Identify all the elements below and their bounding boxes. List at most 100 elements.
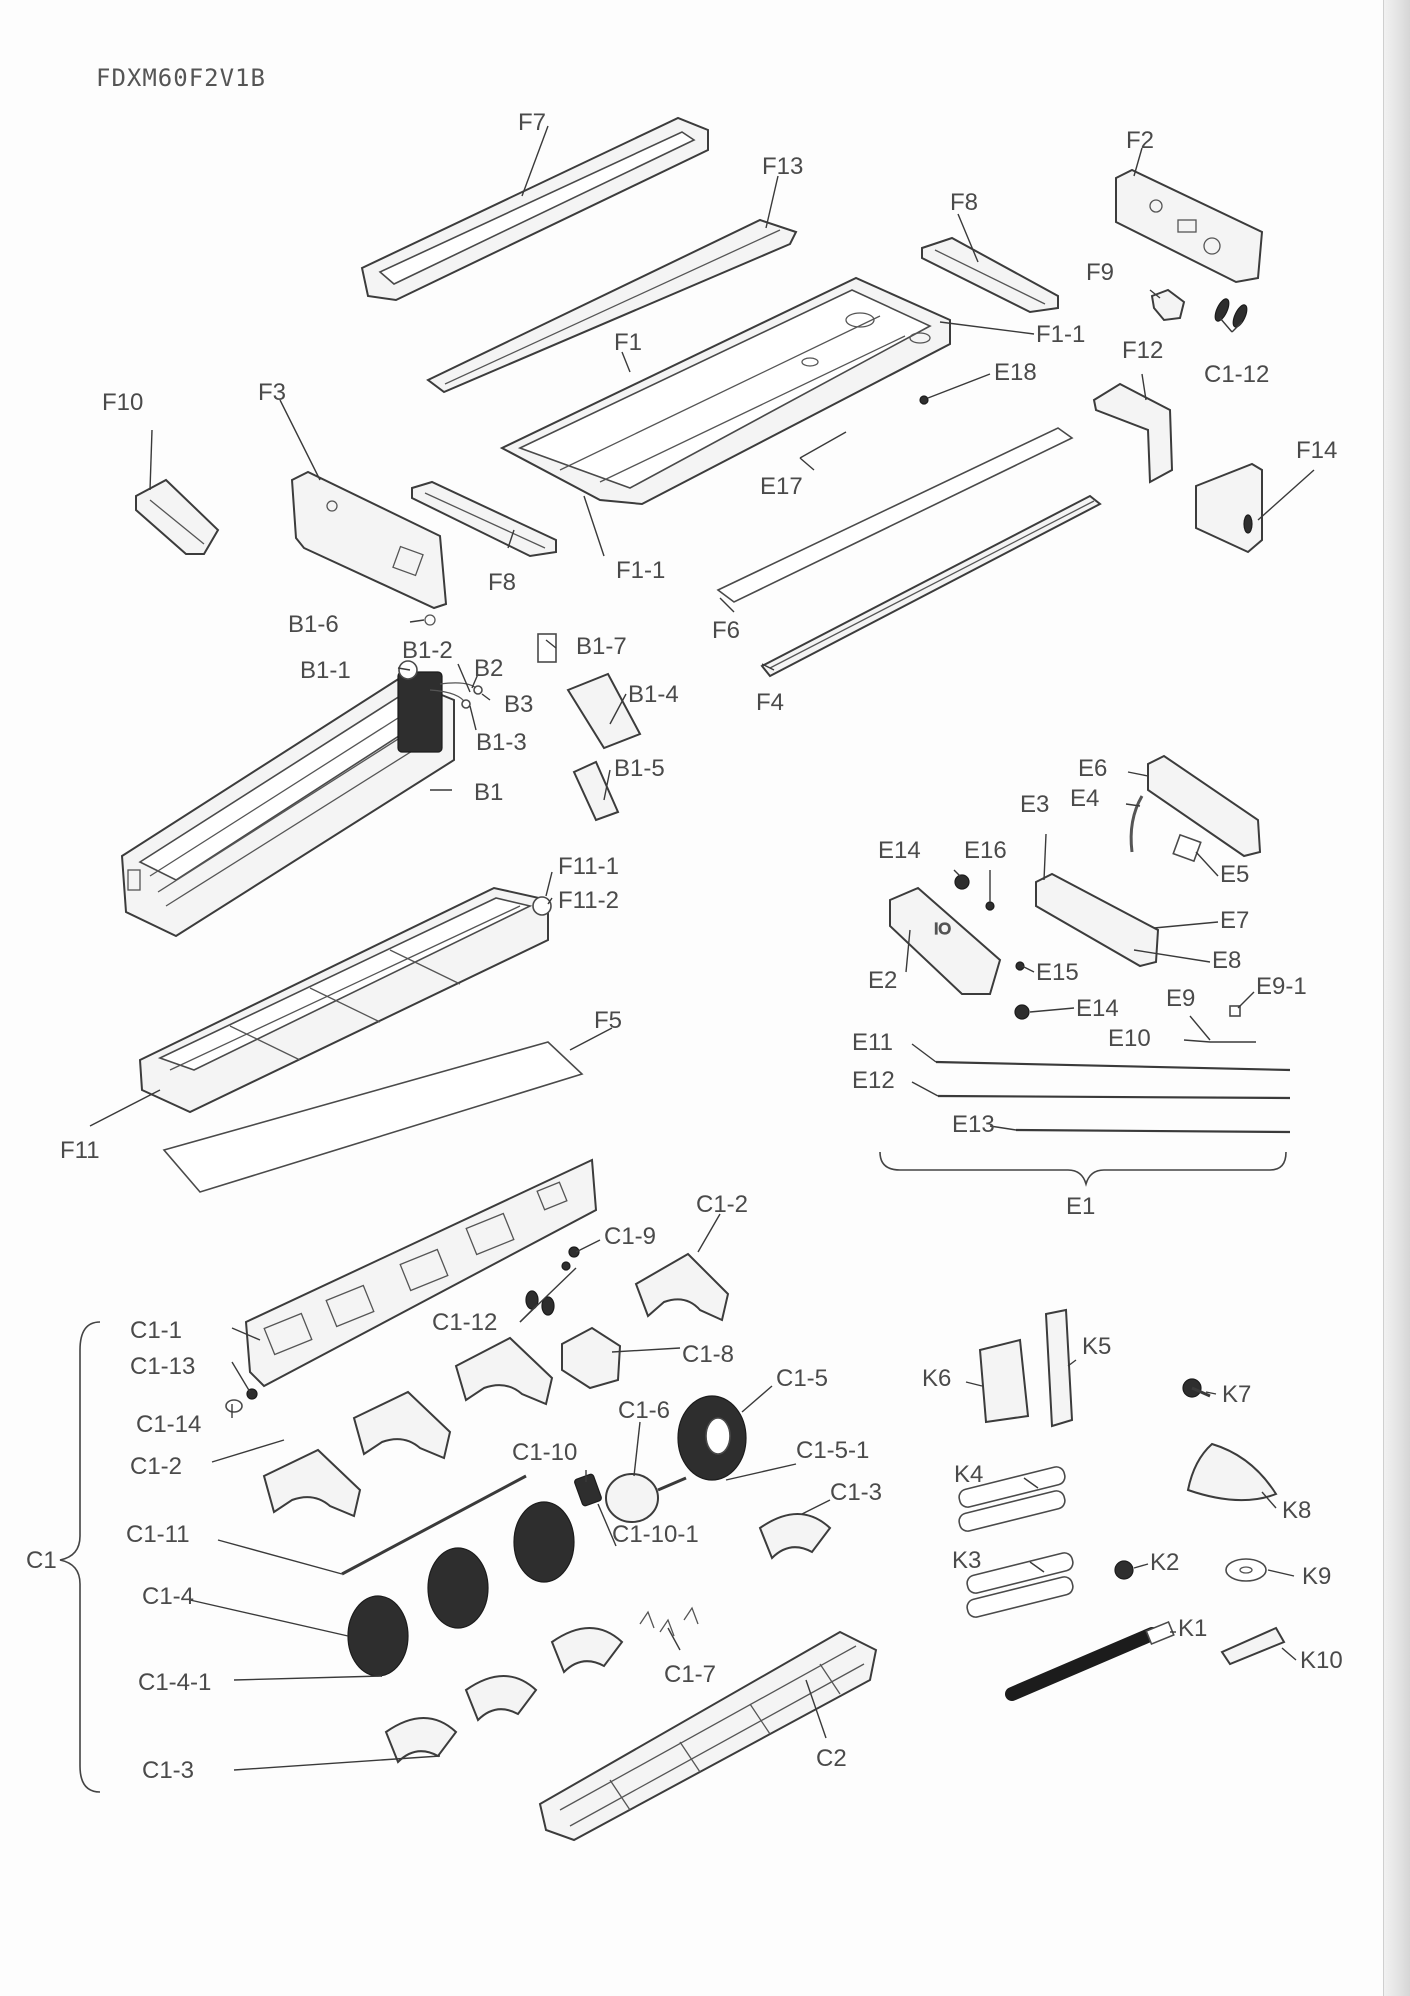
part-e9-1 xyxy=(1229,1005,1241,1017)
part-c1-14 xyxy=(225,1399,243,1413)
bracket-e1 xyxy=(879,1151,1287,1187)
label-e8: E8 xyxy=(1212,947,1241,974)
part-b1-7 xyxy=(537,633,557,663)
part-k10-plate xyxy=(1220,1626,1286,1666)
part-e11-wire xyxy=(935,1060,1291,1072)
part-c2-filter-grille xyxy=(538,1630,878,1842)
label-e5: E5 xyxy=(1220,861,1249,888)
label-k1: K1 xyxy=(1178,1615,1207,1642)
label-k2: K2 xyxy=(1150,1549,1179,1576)
part-c1-12-springs-top xyxy=(1214,298,1248,328)
part-e17-wire xyxy=(799,431,847,459)
label-c1-12-top: C1-12 xyxy=(1204,361,1269,388)
label-e1: E1 xyxy=(1066,1193,1095,1220)
part-k9-washer xyxy=(1225,1558,1267,1582)
part-e14-thermistor-a xyxy=(954,874,970,890)
label-c1-12-b: C1-12 xyxy=(432,1309,497,1336)
part-k7-screw xyxy=(1182,1378,1211,1398)
part-e12-wire xyxy=(937,1094,1291,1100)
label-e14-a: E14 xyxy=(878,837,921,864)
label-f10: F10 xyxy=(102,389,143,416)
part-c1-2-scroll-housing xyxy=(262,1252,730,1518)
label-f11: F11 xyxy=(60,1137,100,1164)
label-e2: E2 xyxy=(868,967,897,994)
label-b1-2: B1-2 xyxy=(402,637,453,664)
part-e6-cover xyxy=(1147,754,1262,858)
label-e9-1: E9-1 xyxy=(1256,973,1307,1000)
part-f13-strip xyxy=(426,218,798,394)
part-f14-cover xyxy=(1195,462,1263,554)
part-c1-3-lower-scroll xyxy=(384,1513,832,1764)
part-e16 xyxy=(985,901,995,911)
label-b1-6: B1-6 xyxy=(288,611,339,638)
part-e15 xyxy=(1015,961,1025,971)
part-f2-plate xyxy=(1115,168,1264,284)
part-f3-side-plate xyxy=(290,470,448,610)
part-f6-panel xyxy=(716,427,1074,603)
part-e5-part xyxy=(1172,833,1202,863)
part-k4-insulation xyxy=(958,1466,1066,1532)
part-c1-9b xyxy=(561,1261,571,1271)
part-c1-5-fan-wheel xyxy=(677,1395,747,1481)
svg-text:IO: IO xyxy=(934,921,951,938)
label-f12: F12 xyxy=(1122,337,1163,364)
label-e3: E3 xyxy=(1020,791,1049,818)
part-k3-insulation xyxy=(966,1552,1074,1618)
label-e10: E10 xyxy=(1108,1025,1151,1052)
part-f8-rail-mid xyxy=(411,480,557,558)
label-e4: E4 xyxy=(1070,785,1099,812)
part-coil-headers xyxy=(397,660,483,753)
label-c1-6: C1-6 xyxy=(618,1397,670,1424)
part-c1-6-motor xyxy=(605,1473,687,1523)
part-b1-6 xyxy=(424,614,436,626)
model-number: FDXM60F2V1B xyxy=(96,64,266,92)
part-b1-4-insulation xyxy=(566,672,642,750)
label-b1-5: B1-5 xyxy=(614,755,665,782)
label-f1-1-mid: F1-1 xyxy=(616,557,665,584)
label-f2: F2 xyxy=(1126,127,1154,154)
part-c1-7-clips xyxy=(639,1606,699,1637)
part-f11-frame xyxy=(138,886,552,1114)
label-c1-10-1: C1-10-1 xyxy=(612,1521,699,1548)
part-c1-4-fan-wheels xyxy=(347,1501,575,1677)
label-f4: F4 xyxy=(756,689,784,716)
part-e2-control-box: IO xyxy=(889,886,1002,995)
label-k10: K10 xyxy=(1300,1647,1343,1674)
part-c1-9 xyxy=(568,1246,580,1258)
label-c1-14: C1-14 xyxy=(136,1411,201,1438)
label-b1-1: B1-1 xyxy=(300,657,351,684)
label-c1-5: C1-5 xyxy=(776,1365,828,1392)
part-k8-clamp xyxy=(1186,1442,1278,1502)
label-k6: K6 xyxy=(922,1365,951,1392)
leader-lines xyxy=(89,125,1315,1771)
part-f10-plate xyxy=(135,478,220,555)
label-c1-3-b: C1-3 xyxy=(142,1757,194,1784)
label-c1-2-b: C1-2 xyxy=(130,1453,182,1480)
label-k4: K4 xyxy=(954,1461,983,1488)
part-e4-harness xyxy=(1129,795,1144,853)
label-e12: E12 xyxy=(852,1067,895,1094)
part-e13-wire xyxy=(1015,1128,1291,1134)
label-k9: K9 xyxy=(1302,1563,1331,1590)
electrical-assembly: IO xyxy=(879,754,1291,1187)
label-c1: C1 xyxy=(26,1547,57,1574)
top-assembly-parts xyxy=(135,116,1264,678)
label-k8: K8 xyxy=(1282,1497,1311,1524)
label-b1-3: B1-3 xyxy=(476,729,527,756)
part-k2-clamp xyxy=(1114,1560,1134,1580)
part-e14-thermistor-b xyxy=(1014,1004,1030,1020)
label-e9: E9 xyxy=(1166,985,1195,1012)
label-e7: E7 xyxy=(1220,907,1249,934)
label-k5: K5 xyxy=(1082,1333,1111,1360)
part-f12-bracket xyxy=(1092,382,1174,484)
part-c1-8-bracket xyxy=(561,1326,622,1390)
label-c1-4-1: C1-4-1 xyxy=(138,1669,211,1696)
label-e17: E17 xyxy=(760,473,803,500)
label-f13: F13 xyxy=(762,153,803,180)
label-f8-top: F8 xyxy=(950,189,978,216)
accessories-k xyxy=(958,1308,1286,1701)
label-f6: F6 xyxy=(712,617,740,644)
part-k5 xyxy=(1044,1308,1074,1428)
label-e14-b: E14 xyxy=(1076,995,1119,1022)
